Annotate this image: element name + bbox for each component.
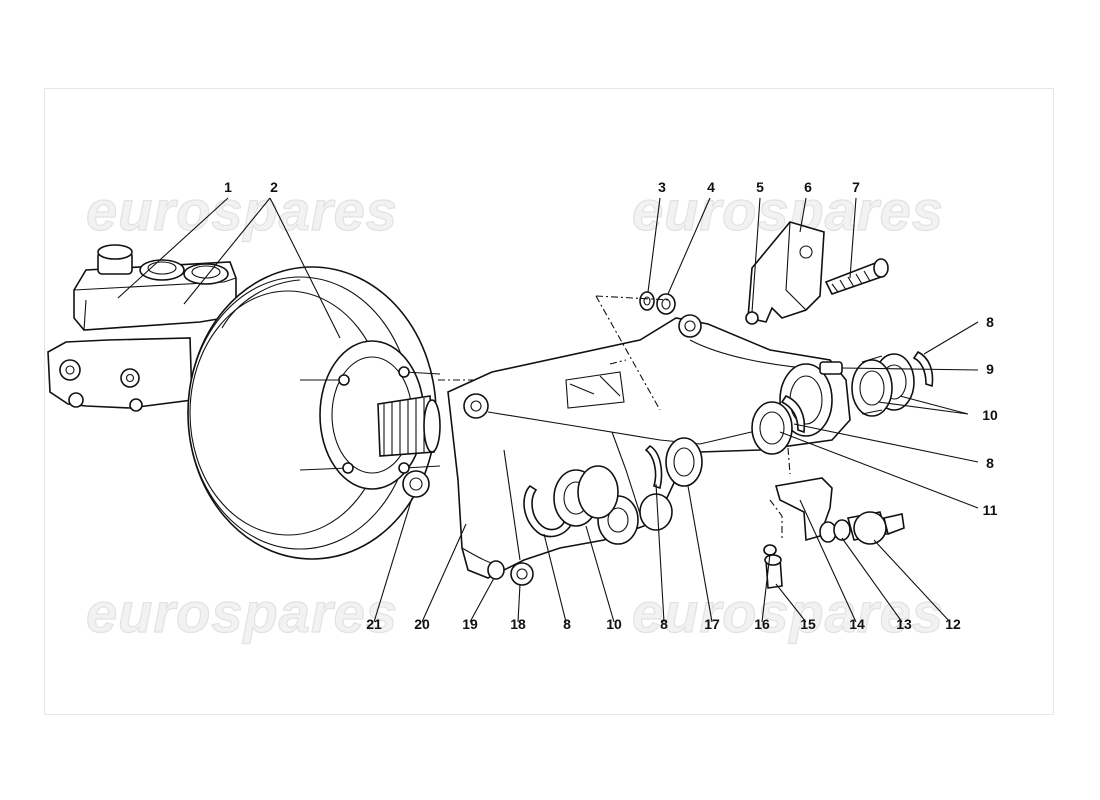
callout-8-right: 8 (986, 455, 994, 471)
callout-1: 1 (224, 179, 232, 195)
assembly-centerlines (438, 295, 791, 540)
callout-18: 18 (510, 616, 526, 632)
callout-12: 12 (945, 616, 961, 632)
leader-lines (117, 197, 979, 623)
callout-9: 9 (986, 361, 994, 377)
callout-8-lower-left: 8 (563, 616, 571, 632)
callout-13: 13 (896, 616, 912, 632)
watermark-top-right: eurospares (632, 179, 944, 242)
lower-bearings (487, 437, 703, 586)
callout-10-lower: 10 (606, 616, 622, 632)
callout-2: 2 (270, 179, 278, 195)
callout-8-lower-mid: 8 (660, 616, 668, 632)
watermarks: eurospares eurospares eurospares eurospa… (85, 178, 944, 644)
callout-14: 14 (849, 616, 865, 632)
callout-3: 3 (658, 179, 666, 195)
callout-17: 17 (704, 616, 720, 632)
watermark-top-left: eurospares (86, 179, 398, 242)
diagram-frame (44, 88, 1054, 715)
brake-servo (187, 266, 441, 560)
stop-light-switch (763, 477, 905, 589)
watermark-bottom-right: eurospares (632, 581, 944, 644)
washers-top (639, 291, 676, 315)
callout-20: 20 (414, 616, 430, 632)
callout-11: 11 (983, 502, 998, 518)
callout-21: 21 (366, 616, 382, 632)
callout-4: 4 (707, 179, 715, 195)
callout-10-right: 10 (982, 407, 998, 423)
watermark-bottom-left: eurospares (86, 581, 398, 644)
callout-5: 5 (756, 179, 764, 195)
callout-16: 16 (754, 616, 770, 632)
callout-6: 6 (804, 179, 812, 195)
callout-8-upper-right: 8 (986, 314, 994, 330)
callout-15: 15 (800, 616, 816, 632)
callout-7: 7 (852, 179, 860, 195)
switch-bracket (745, 221, 889, 325)
callout-19: 19 (462, 616, 478, 632)
right-bearings (751, 350, 934, 455)
callout-numbers: 1 2 3 4 5 6 7 8 9 10 8 11 12 13 14 15 16… (224, 179, 998, 632)
